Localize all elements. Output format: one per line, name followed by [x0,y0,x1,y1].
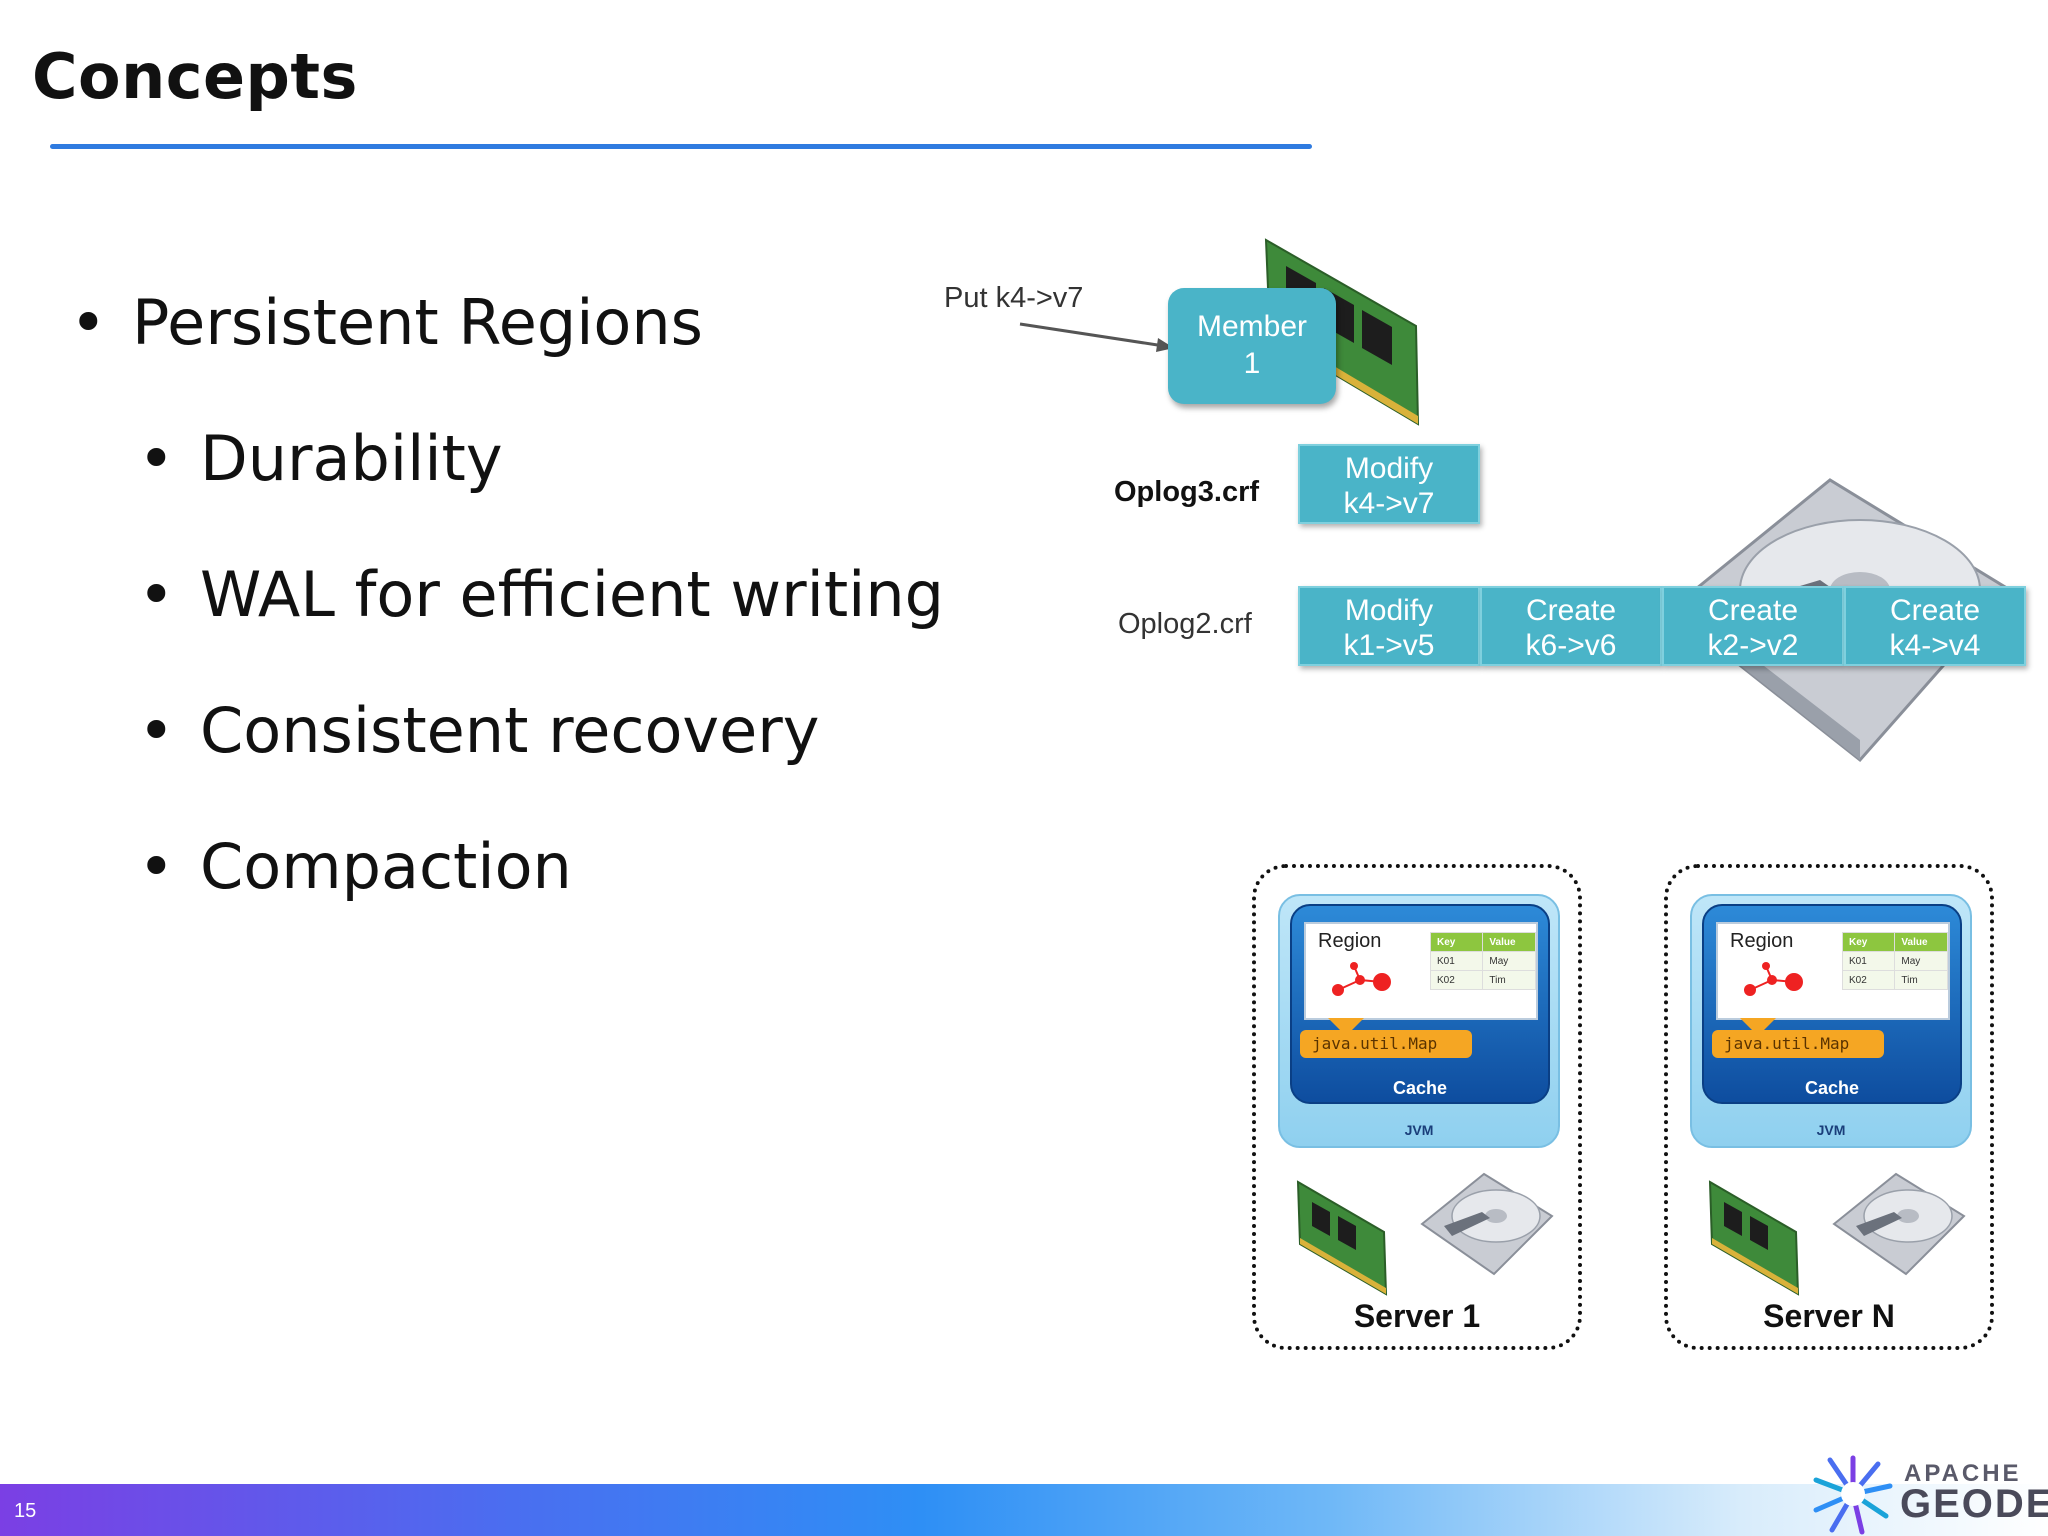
table-cell: K01 [1429,951,1484,971]
entry-kv: k4->v4 [1889,629,1981,662]
geode-logo-icon [1813,1455,1893,1535]
cache-label: Cache [1392,1078,1448,1098]
ram-module-icon [1708,1180,1800,1296]
bullet-consistent-recovery: • Consistent recovery [138,694,820,767]
bullet-text: WAL for efficient writing [200,558,944,631]
oplog3-label: Oplog3.crf [1114,476,1260,508]
bullet-durability: • Durability [138,422,503,495]
oplog3-entry: Modify k4->v7 [1298,444,1480,524]
oplog2-entry: Create k6->v6 [1480,586,1662,666]
javamap-label: java.util.Map [1712,1030,1884,1058]
bullet-wal: • WAL for efficient writing [138,558,944,631]
table-cell: May [1894,951,1948,971]
table-cell: Tim [1482,970,1536,990]
entry-op: Create [1889,594,1981,627]
bullet-dot: • [138,422,175,495]
region-graph-icon [1332,962,1391,996]
region-label: Region [1318,930,1382,952]
bullet-text: Compaction [200,830,572,903]
entry-kv: k6->v6 [1525,629,1617,662]
hard-disk-icon [1420,1172,1554,1276]
bullet-text: Durability [200,422,503,495]
member-number: 1 [1243,347,1261,380]
bullet-compaction: • Compaction [138,830,572,903]
bullet-text: Consistent recovery [200,694,820,767]
table-cell: May [1482,951,1536,971]
bullet-dot: • [138,694,175,767]
hard-disk-icon [1832,1172,1966,1276]
oplog2-entry: Create k2->v2 [1662,586,1844,666]
member-label: Member [1196,310,1308,343]
bullet-dot: • [138,558,175,631]
page-number: 15 [14,1500,37,1522]
entry-op: Create [1525,594,1617,627]
server-name: Server N [1763,1298,1895,1334]
oplog2-entry: Modify k1->v5 [1298,586,1480,666]
jvm-label: JVM [1404,1122,1434,1138]
oplog2-entry: Create k4->v4 [1844,586,2026,666]
jvm-label: JVM [1816,1122,1846,1138]
table-cell: K02 [1429,970,1484,990]
put-label: Put k4->v7 [944,282,1084,314]
table-header: Key [1841,932,1896,952]
logo-apache-text: APACHE [1904,1460,2022,1487]
table-cell: K01 [1841,951,1896,971]
entry-op: Modify [1344,594,1434,627]
javamap-label: java.util.Map [1300,1030,1472,1058]
table-header: Value [1482,932,1536,952]
bullet-persistent-regions: • Persistent Regions [70,286,703,359]
logo-geode-text: GEODE [1900,1482,2048,1526]
ram-module-icon [1296,1180,1388,1296]
bullet-text: Persistent Regions [132,286,703,359]
server-name: Server 1 [1353,1298,1481,1334]
entry-op: Create [1707,594,1799,627]
table-header: Value [1894,932,1948,952]
title-underline [50,144,1312,149]
table-cell: Tim [1894,970,1948,990]
entry-kv: k4->v7 [1343,487,1435,520]
footer-bar [0,1484,2048,1536]
entry-kv: k2->v2 [1707,629,1799,662]
member-node: Member 1 [1168,288,1336,404]
slide-title: Concepts [32,40,358,113]
apache-geode-logo: APACHE GEODE [1808,1448,2048,1536]
cache-label: Cache [1804,1078,1860,1098]
bullet-dot: • [70,286,107,359]
table-cell: K02 [1841,970,1896,990]
entry-op: Modify [1344,452,1434,485]
arrow-icon [1019,322,1174,352]
bullet-dot: • [138,830,175,903]
entry-kv: k1->v5 [1343,629,1435,662]
region-label: Region [1730,930,1794,952]
table-header: Key [1429,932,1484,952]
region-graph-icon [1744,962,1803,996]
oplog2-label: Oplog2.crf [1118,608,1252,640]
